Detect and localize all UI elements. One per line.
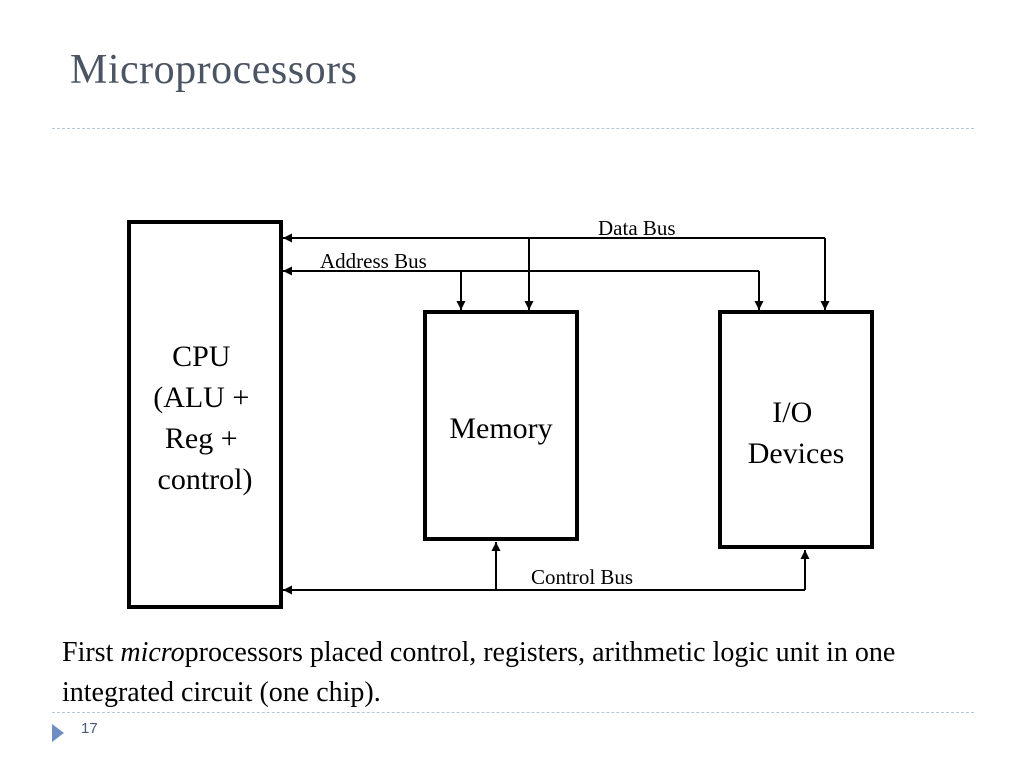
- data-bus-label: Data Bus: [598, 216, 676, 240]
- caption-prefix: First: [62, 637, 121, 668]
- io-devices-label: I/O Devices: [748, 396, 845, 470]
- cpu-block: [127, 220, 283, 609]
- slide-caption: First microprocessors placed control, re…: [62, 633, 962, 713]
- data-bus: [283, 233, 830, 310]
- memory-block: [423, 310, 579, 541]
- footer-divider: [52, 712, 974, 713]
- io-devices-block: [718, 310, 874, 549]
- page-number: 17: [81, 720, 98, 737]
- cpu-label: CPU (ALU + Reg + control): [153, 340, 257, 496]
- title-divider: [52, 128, 974, 129]
- memory-label: Memory: [449, 412, 552, 445]
- slide-title: Microprocessors: [70, 47, 358, 93]
- control-bus-label: Control Bus: [531, 565, 633, 589]
- control-bus: [283, 542, 810, 595]
- address-bus: [283, 266, 764, 310]
- bullet-arrow-icon: [52, 724, 64, 742]
- caption-rest: processors placed control, registers, ar…: [62, 637, 896, 708]
- address-bus-label: Address Bus: [320, 249, 427, 273]
- caption-italic: micro: [120, 637, 185, 668]
